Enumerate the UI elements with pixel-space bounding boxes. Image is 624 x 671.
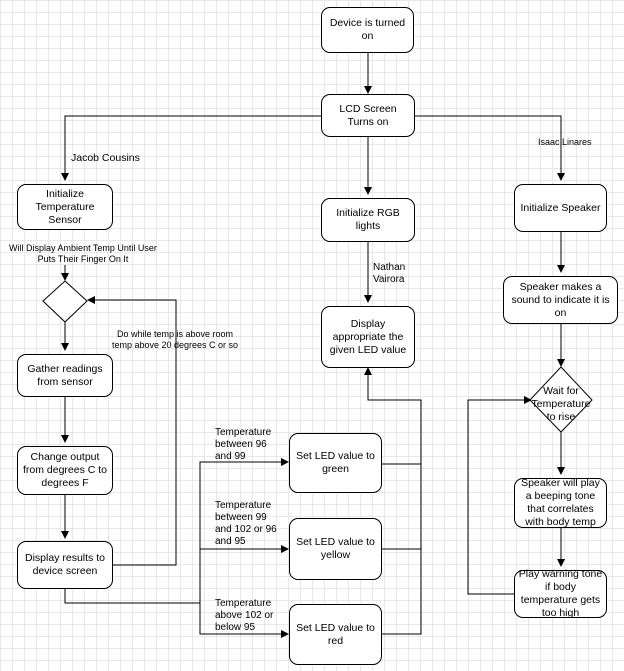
line-display-down [64, 589, 200, 604]
node-init-rgb: Initialize RGB lights [321, 198, 415, 242]
arrow-lcd-to-speaker [415, 115, 565, 181]
node-init-speaker: Initialize Speaker [514, 184, 607, 232]
label-isaac: Isaac Linares [538, 137, 592, 147]
loop-display-to-diamond [87, 296, 177, 566]
node-led-red: Set LED value to red [289, 604, 382, 665]
label-jacob: Jacob Cousins [71, 152, 140, 164]
decision-diamond-left [42, 280, 88, 323]
node-led-green: Set LED value to green [289, 433, 382, 493]
label-do-while: Do while temp is above room temp above 2… [111, 329, 239, 350]
node-convert: Change output from degrees C to degrees … [17, 446, 113, 495]
node-led-yellow: Set LED value to yellow [289, 518, 382, 580]
arrow-to-green [199, 458, 289, 603]
node-display-results: Display results to device screen [17, 541, 113, 589]
arrow-lcd-to-temp [61, 115, 321, 181]
decision-wait-text: Wait for Temperature to rise [531, 385, 591, 423]
arrow-to-red [199, 603, 289, 638]
node-display-led: Display appropriate the given LED value [321, 306, 415, 368]
label-nathan: Nathan Vairora [373, 262, 406, 285]
label-cond-red: Temperature above 102 or below 95 [215, 598, 274, 633]
node-device-on: Device is turned on [321, 7, 414, 53]
label-cond-green: Temperature between 96 and 99 [215, 427, 272, 462]
label-cond-yellow: Temperature between 99 and 102 or 96 and… [215, 500, 277, 547]
node-init-temp: Initialize Temperature Sensor [17, 184, 113, 230]
node-speaker-sound: Speaker makes a sound to indicate it is … [503, 276, 618, 324]
node-beeping: Speaker will play a beeping tone that co… [514, 477, 607, 528]
label-ambient: Will Display Ambient Temp Until User Put… [9, 243, 157, 264]
loop-warning-to-wait [467, 396, 532, 595]
node-gather: Gather readings from sensor [17, 354, 113, 397]
return-red [364, 367, 422, 635]
node-warning: Play warning tone if body temperature ge… [514, 568, 607, 619]
node-lcd-on: LCD Screen Turns on [321, 94, 415, 137]
decision-diamond-right [529, 366, 593, 433]
